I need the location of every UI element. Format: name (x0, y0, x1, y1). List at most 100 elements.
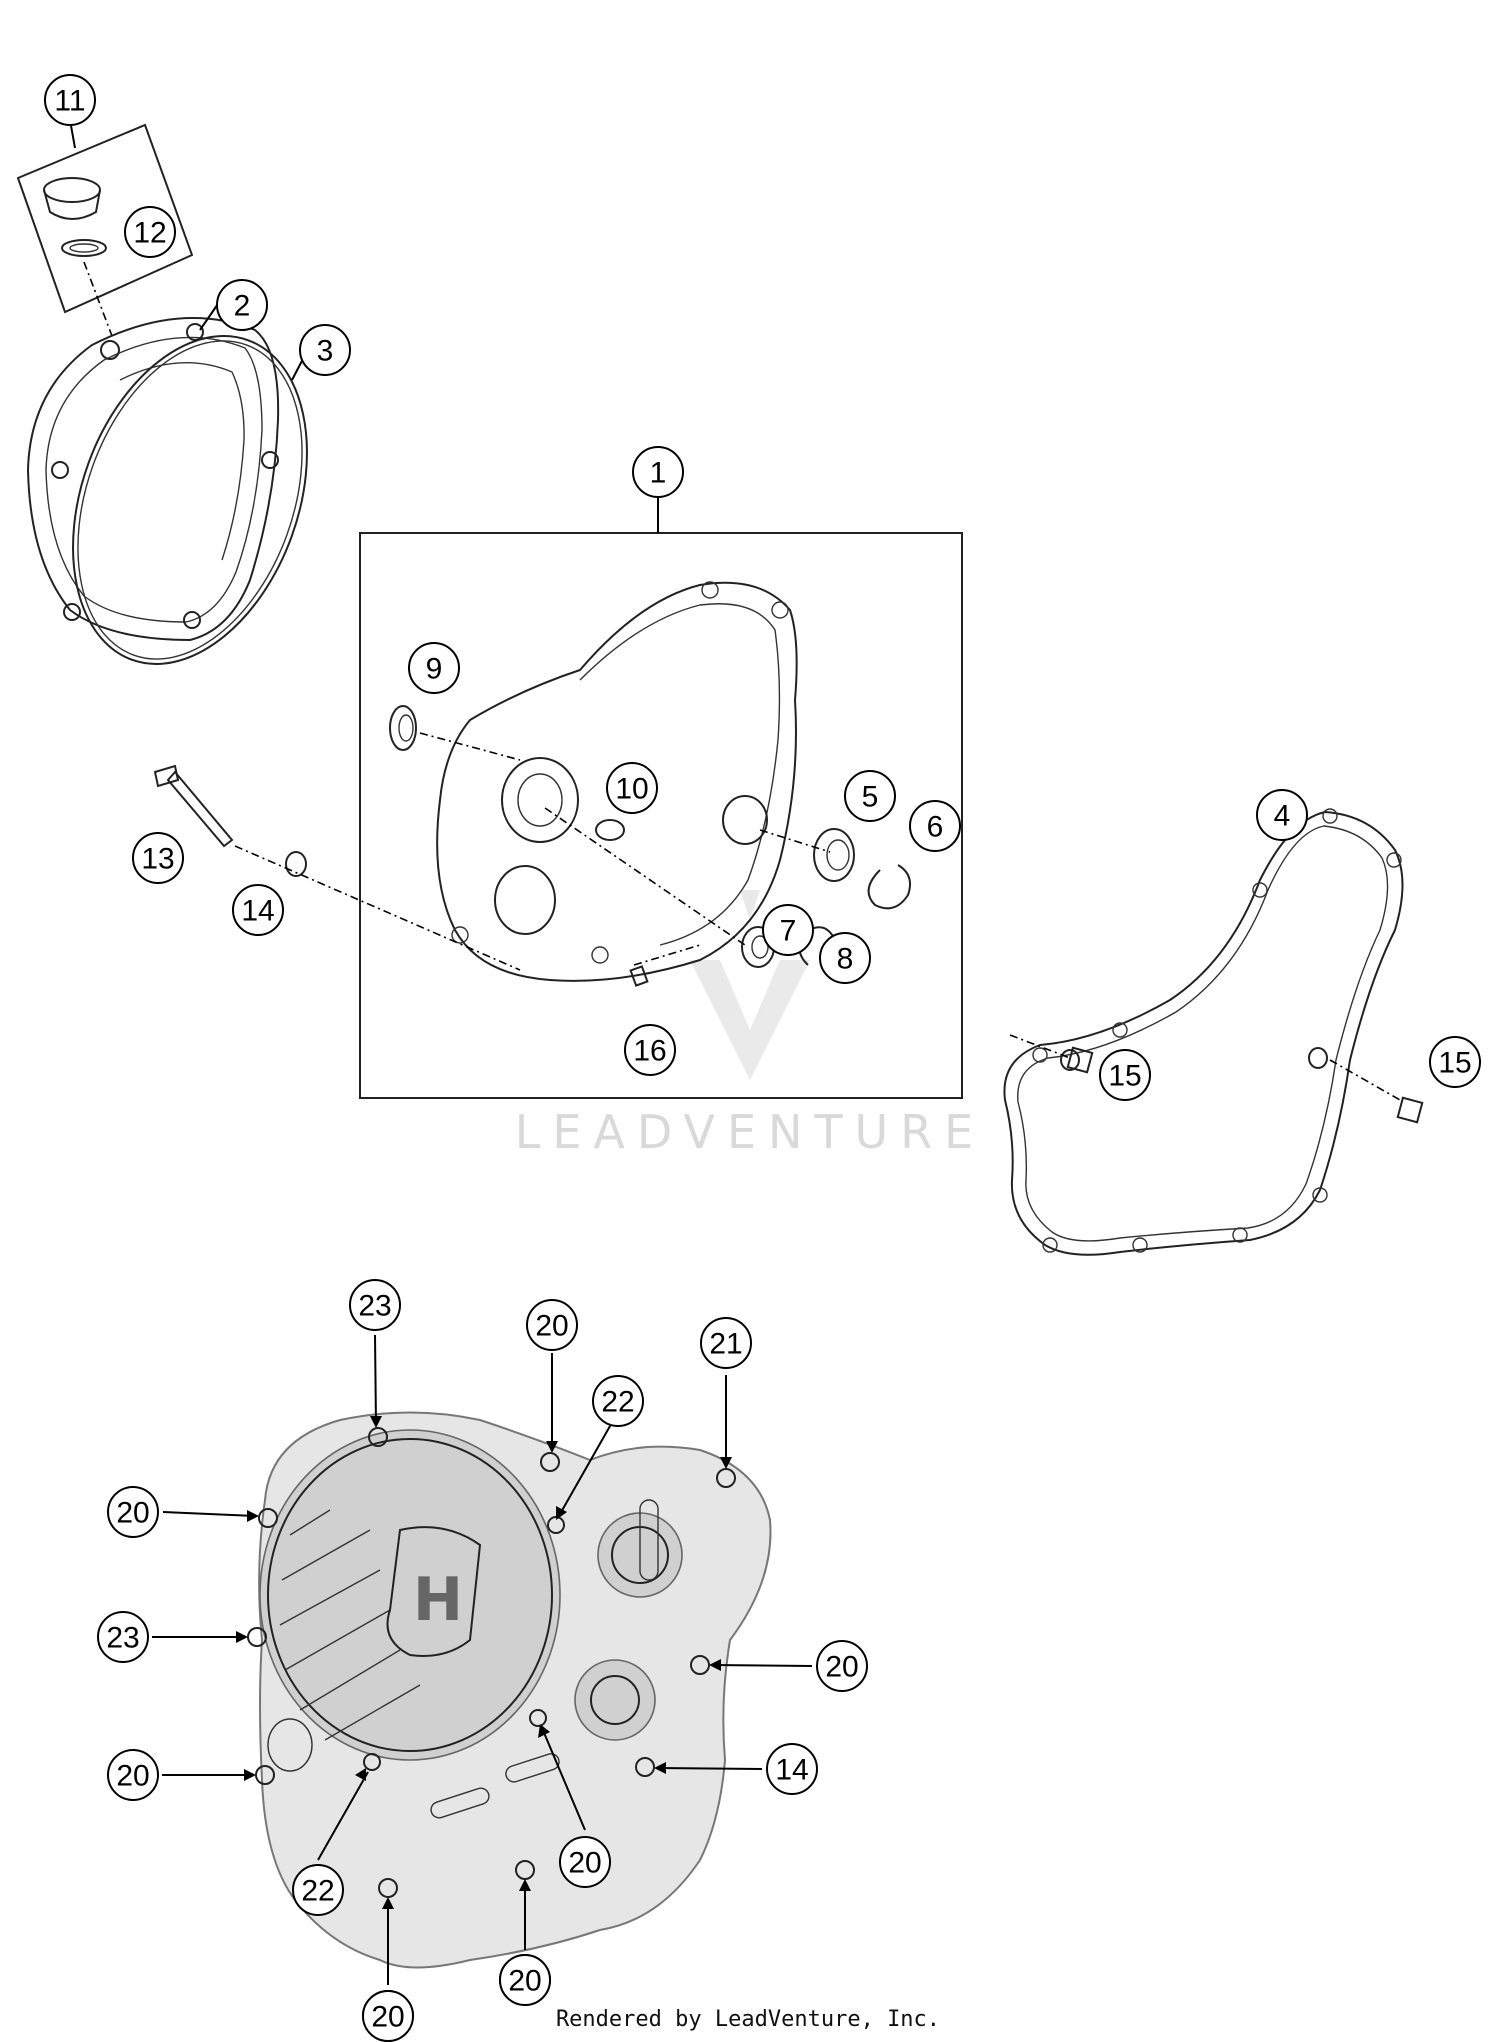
callout-circle (624, 1024, 676, 1076)
callout-circle (700, 1317, 752, 1369)
lower-leader-lines (152, 1334, 813, 1985)
callout-number: 13 (141, 843, 174, 876)
callout-circle (107, 1749, 159, 1801)
callout-circle (362, 1990, 414, 2042)
callout-20: 20 (362, 1990, 414, 2042)
callout-number: 23 (106, 1622, 139, 1655)
callout-circle (1429, 1036, 1481, 1088)
callout-number: 15 (1438, 1047, 1471, 1080)
callout-circle (909, 800, 961, 852)
cover-fins (279, 1509, 421, 1741)
callout-15: 15 (1429, 1036, 1481, 1088)
callout-circle (97, 1611, 149, 1663)
callout-circle (232, 884, 284, 936)
callout-circle (499, 1954, 551, 2006)
callout-number: 21 (709, 1328, 742, 1361)
callout-16: 16 (624, 1024, 676, 1076)
callout-number: 20 (508, 1965, 541, 1998)
callout-circle (1099, 1049, 1151, 1101)
callout-circle (844, 770, 896, 822)
callout-number: 10 (615, 773, 648, 806)
leadventure-watermark-logo (690, 890, 810, 1080)
callout-1: 1 (632, 446, 684, 498)
callout-circle (819, 932, 871, 984)
callout-22: 22 (592, 1375, 644, 1427)
callout-22: 22 (292, 1864, 344, 1916)
callout-circle (1256, 789, 1308, 841)
callout-number: 5 (862, 781, 879, 814)
svg-text:H: H (413, 1565, 463, 1635)
callout-circle (107, 1486, 159, 1538)
callout-9: 9 (408, 642, 460, 694)
callout-circle (292, 1864, 344, 1916)
callout-number: 23 (358, 1290, 391, 1323)
callout-circle (44, 74, 96, 126)
cover-gasket (1003, 808, 1404, 1256)
callout-8: 8 (819, 932, 871, 984)
watermark-text: LEADVENTURE (515, 1105, 986, 1159)
callout-circle (526, 1299, 578, 1351)
callout-15: 15 (1099, 1049, 1151, 1101)
callout-7: 7 (762, 904, 814, 956)
callout-14: 14 (766, 1743, 818, 1795)
callout-circle (559, 1836, 611, 1888)
callout-number: 11 (54, 85, 85, 118)
callout-12: 12 (124, 206, 176, 258)
cover-o-ring (72, 335, 308, 665)
callout-circle (299, 324, 351, 376)
callout-circle (632, 446, 684, 498)
callout-number: 22 (301, 1875, 334, 1908)
callout-circle (124, 206, 176, 258)
callout-23: 23 (97, 1611, 149, 1663)
bolt-13 (153, 764, 521, 971)
callout-circle (349, 1279, 401, 1331)
callout-circle (816, 1640, 868, 1692)
callout-number: 8 (837, 943, 854, 976)
callout-20: 20 (107, 1749, 159, 1801)
callout-number: 22 (601, 1386, 634, 1419)
callout-circle (606, 762, 658, 814)
callout-number: 20 (116, 1497, 149, 1530)
callout-number: 20 (535, 1310, 568, 1343)
callout-20: 20 (816, 1640, 868, 1692)
callout-number: 14 (775, 1754, 808, 1787)
callout-circle (408, 642, 460, 694)
callout-20: 20 (499, 1954, 551, 2006)
callout-circle (132, 832, 184, 884)
callout-20: 20 (559, 1836, 611, 1888)
callout-circle (762, 904, 814, 956)
callout-number: 7 (780, 915, 797, 948)
callout-number: 20 (116, 1760, 149, 1793)
assembled-clutch-cover: H (247, 1411, 772, 1969)
callout-14: 14 (232, 884, 284, 936)
callout-2: 2 (216, 279, 268, 331)
callout-6: 6 (909, 800, 961, 852)
filler-plug-group (16, 119, 194, 337)
callout-number: 15 (1108, 1060, 1141, 1093)
callout-20: 20 (526, 1299, 578, 1351)
callout-3: 3 (299, 324, 351, 376)
callout-5: 5 (844, 770, 896, 822)
callout-11: 11 (44, 74, 96, 126)
callout-circle (592, 1375, 644, 1427)
callout-13: 13 (132, 832, 184, 884)
callout-number: 1 (650, 457, 667, 490)
callout-23: 23 (349, 1279, 401, 1331)
callout-number: 20 (568, 1847, 601, 1880)
render-credit: Rendered by LeadVenture, Inc. (556, 2007, 940, 2032)
callout-21: 21 (700, 1317, 752, 1369)
clutch-cover-outer (26, 297, 280, 642)
brand-emblem-icon: H (386, 1526, 482, 1657)
callout-number: 14 (241, 895, 274, 928)
callout-number: 16 (633, 1035, 666, 1068)
callout-20: 20 (107, 1486, 159, 1538)
callout-number: 9 (426, 653, 443, 686)
callout-10: 10 (606, 762, 658, 814)
dowel-pins-15 (1009, 1034, 1424, 1124)
clutch-cover-assembly-box (359, 497, 963, 1099)
callout-circle (216, 279, 268, 331)
callout-circle (766, 1743, 818, 1795)
callout-number: 20 (825, 1651, 858, 1684)
